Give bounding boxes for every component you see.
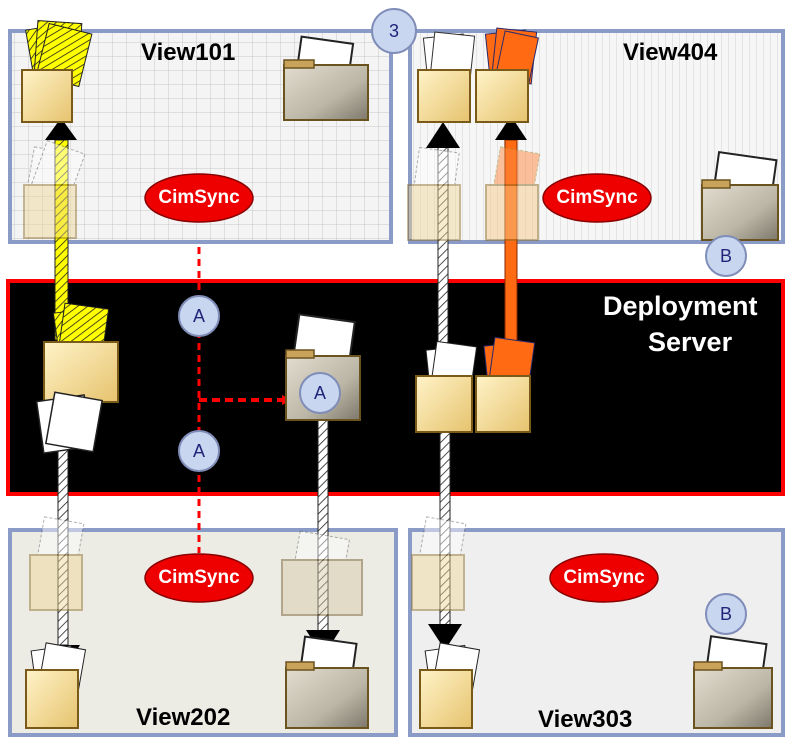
- badge-a-circle-top: [178, 295, 220, 337]
- folder-icon: [475, 375, 531, 433]
- grey-folder-icon: [701, 151, 779, 241]
- grey-folder-icon: [285, 313, 361, 421]
- ghost-folder-icon: [29, 516, 85, 611]
- ghost-folder-icon: [411, 516, 467, 611]
- badge-a-circle-bottom: [178, 430, 220, 472]
- badge-b-circle-bottom: [705, 593, 747, 635]
- folder-icon: [419, 669, 473, 729]
- cimsync-ellipse-view303: [549, 553, 659, 603]
- ghost-grey-folder-icon: [281, 530, 363, 616]
- folder-icon: [21, 69, 73, 123]
- cimsync-ellipse-view202: [144, 553, 254, 603]
- grey-folder-icon: [283, 35, 369, 121]
- ghost-orange-folder-icon: [485, 146, 541, 241]
- ghost-folder-icon: [407, 146, 461, 241]
- badge-a-circle-mid: [299, 372, 341, 414]
- folder-icon: [415, 375, 473, 433]
- badge-3-circle: [371, 8, 417, 54]
- white-document-stack-icon: [35, 391, 104, 454]
- orange-document-stack: [483, 336, 536, 387]
- folder-icon: [475, 69, 529, 123]
- folder-icon: [25, 669, 79, 729]
- badge-b-circle-top: [705, 235, 747, 277]
- ghost-folder-icon: [23, 139, 86, 239]
- grey-folder-icon: [693, 635, 773, 729]
- grey-folder-icon: [285, 635, 369, 729]
- cimsync-ellipse-view404: [542, 173, 652, 223]
- deployment-server-box: [6, 279, 785, 496]
- cimsync-ellipse-view101: [144, 173, 254, 223]
- folder-icon: [417, 69, 471, 123]
